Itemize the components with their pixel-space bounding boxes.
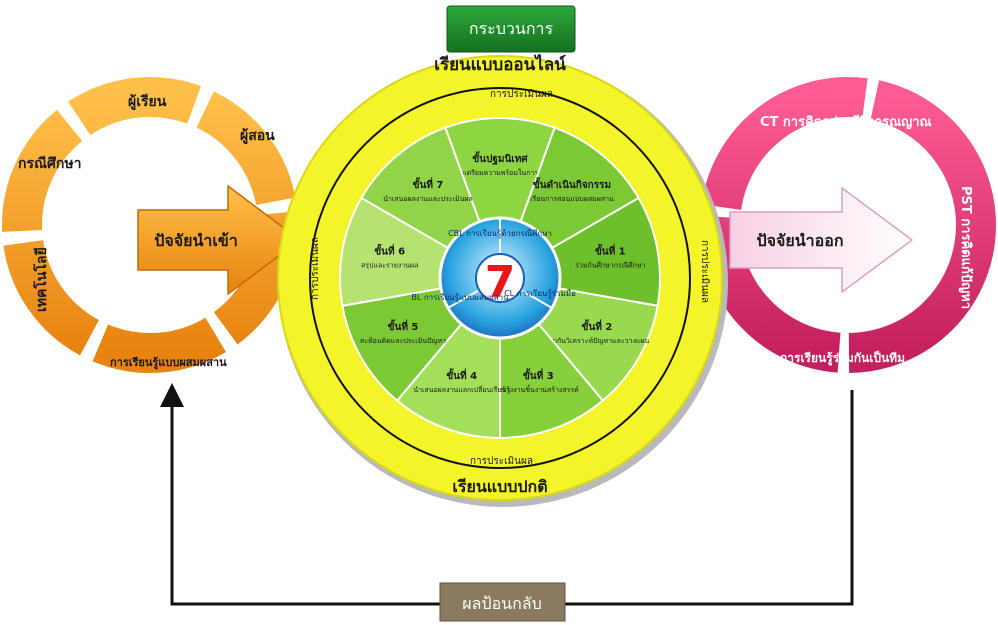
center-bl: BL การเรียนรู้แบบผสมผสาน [411, 293, 509, 303]
step-title-2: ขั้นดำเนินกิจกรรม [533, 177, 611, 191]
evaluation-label-top: การประเมินผล [490, 89, 553, 100]
output-segment-ct: CT การคิดอย่างมีวิจารณญาณ [760, 114, 932, 130]
output-label: ปัจจัยนำออก [756, 231, 843, 250]
center-cbl: CBL การเรียนรู้ด้วยกรณีศึกษา [448, 229, 552, 239]
input-segment-technology: เทคโนโลยี [32, 247, 50, 312]
feedback-label: ผลป้อนกลับ [462, 594, 542, 613]
center-badge [475, 253, 525, 303]
step-title-8: ขั้นที่ 6 [374, 244, 405, 258]
evaluation-label-right: การประเมินผล [699, 240, 710, 303]
step-text-8: สรุปและรายงานผล [361, 262, 418, 270]
output-segment-tl: TL การเรียนรู้ร่วมกันเป็นทีม [760, 350, 905, 366]
input-segment-teacher: ผู้สอน [240, 128, 275, 144]
output-arrow [729, 186, 914, 294]
step-text-5: สร้างงานชิ้นงานสร้างสรรค์ [498, 383, 579, 394]
center-cl: CL การเรียนรู้ร่วมมือ [504, 289, 576, 299]
input-arrow [137, 184, 302, 296]
evaluation-label-left: การประเมินผล [310, 237, 321, 300]
evaluation-label-bottom: การประเมินผล [470, 456, 533, 467]
step-text-4: ร่วมกันวิเคราะห์ปัญหาและวางแผน [545, 337, 650, 345]
process-tab-label: กระบวนการ [469, 19, 554, 38]
step-title-6: ขั้นที่ 4 [446, 368, 477, 382]
step-text-2: เรียนการสอนแบบผสมผสาน [530, 195, 614, 203]
feedback-line-left [160, 383, 440, 606]
step-title-9: ขั้นที่ 7 [413, 177, 444, 191]
wheel-bottom-title: เรียนแบบปกติ [452, 477, 547, 496]
step-text-1: ผู้สอนเตรียมความพร้อมในการเรียน [447, 168, 554, 177]
step-title-4: ขั้นที่ 2 [582, 319, 613, 333]
step-title-7: ขั้นที่ 5 [388, 319, 419, 333]
step-text-9: นำเสนอผลงานและประเมินผล [383, 195, 473, 203]
step-text-7: สะท้อนคิดและประเมินปัญหา [360, 337, 446, 345]
feedback-line-right [565, 390, 854, 606]
center-number: 7 [485, 257, 516, 308]
input-segment-learner: ผู้เรียน [128, 94, 167, 110]
step-sector-1 [443, 117, 557, 281]
input-label: ปัจจัยนำเข้า [154, 231, 238, 250]
input-segment-case: กรณีศึกษา [18, 155, 81, 172]
step-text-6: นำเสนอผลงานแลกเปลี่ยนเรียนรู้ [413, 385, 510, 394]
input-segment-blended: การเรียนรู้แบบผสมผสาน [110, 356, 227, 370]
step-title-1: ขั้นปฐมนิเทศ [472, 151, 528, 165]
feedback-box [439, 582, 566, 622]
wheel-top-title: เรียนแบบออนไลน์ [434, 54, 566, 75]
step-title-5: ขั้นที่ 3 [523, 368, 554, 382]
process-tab [446, 5, 576, 53]
step-text-3: ร่วมกันศึกษากรณีศึกษา [575, 261, 645, 270]
output-segment-pst: PST การคิดแก้ปัญหา [958, 186, 974, 309]
step-title-3: ขั้นที่ 1 [595, 244, 626, 258]
evaluation-loop [309, 87, 691, 469]
